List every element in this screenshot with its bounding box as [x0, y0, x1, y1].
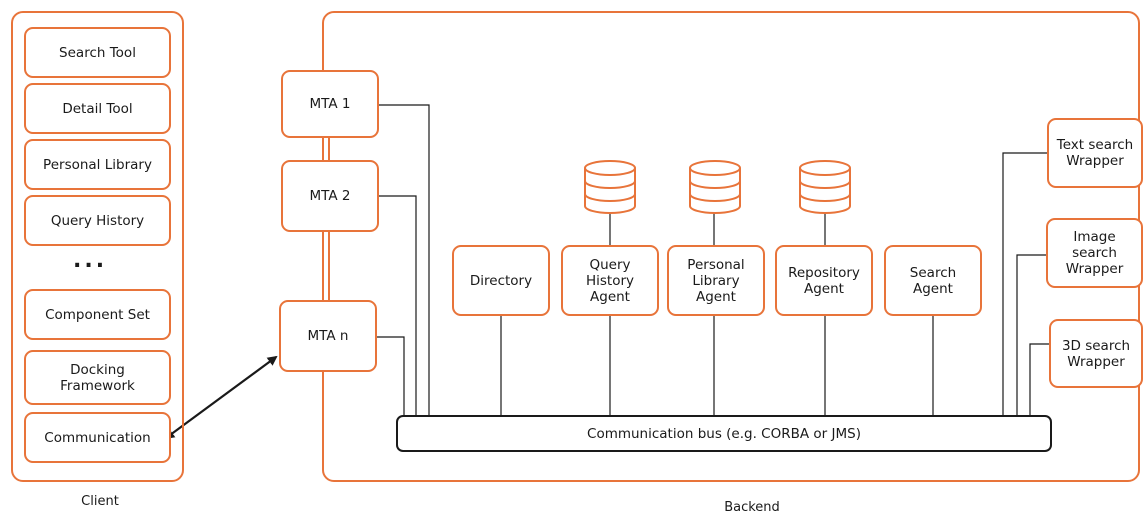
personal-library-agent-box[interactable]: Personal Library Agent — [667, 245, 765, 316]
communication-bus: Communication bus (e.g. CORBA or JMS) — [396, 415, 1052, 452]
directory-box[interactable]: Directory — [452, 245, 550, 316]
personal-library-database-icon — [689, 160, 741, 214]
repository-database-icon — [799, 160, 851, 214]
query-history-agent-box[interactable]: Query History Agent — [561, 245, 659, 316]
client-backend-arrow — [164, 355, 278, 440]
backend-caption: Backend — [724, 500, 780, 515]
docking-framework-box[interactable]: Docking Framework — [24, 350, 171, 405]
client-panel — [11, 11, 184, 482]
search-tool-box[interactable]: Search Tool — [24, 27, 171, 78]
text-search-wrapper-box[interactable]: Text search Wrapper — [1047, 118, 1143, 188]
image-wrapper-bus-line — [1016, 254, 1047, 415]
mta-1-bus-line — [379, 104, 430, 415]
text-wrapper-bus-line — [1002, 152, 1047, 415]
3d-wrapper-bus-line — [1029, 343, 1049, 415]
repository-agent-box[interactable]: Repository Agent — [775, 245, 873, 316]
mta-n-box[interactable]: MTA n — [279, 300, 377, 372]
mta-2-bus-line — [379, 195, 417, 415]
query-history-box[interactable]: Query History — [24, 195, 171, 246]
communication-box[interactable]: Communication — [24, 412, 171, 463]
mta-2-box[interactable]: MTA 2 — [281, 160, 379, 232]
mta-n-bus-line — [377, 336, 405, 415]
personal-library-box[interactable]: Personal Library — [24, 139, 171, 190]
component-set-box[interactable]: Component Set — [24, 289, 171, 340]
detail-tool-box[interactable]: Detail Tool — [24, 83, 171, 134]
mta-1-box[interactable]: MTA 1 — [281, 70, 379, 138]
search-agent-box[interactable]: Search Agent — [884, 245, 982, 316]
client-caption: Client — [81, 494, 119, 509]
image-search-wrapper-box[interactable]: Image search Wrapper — [1046, 218, 1143, 288]
query-history-database-icon — [584, 160, 636, 214]
3d-search-wrapper-box[interactable]: 3D search Wrapper — [1049, 319, 1143, 388]
more-tools-ellipsis: ... — [73, 248, 108, 273]
